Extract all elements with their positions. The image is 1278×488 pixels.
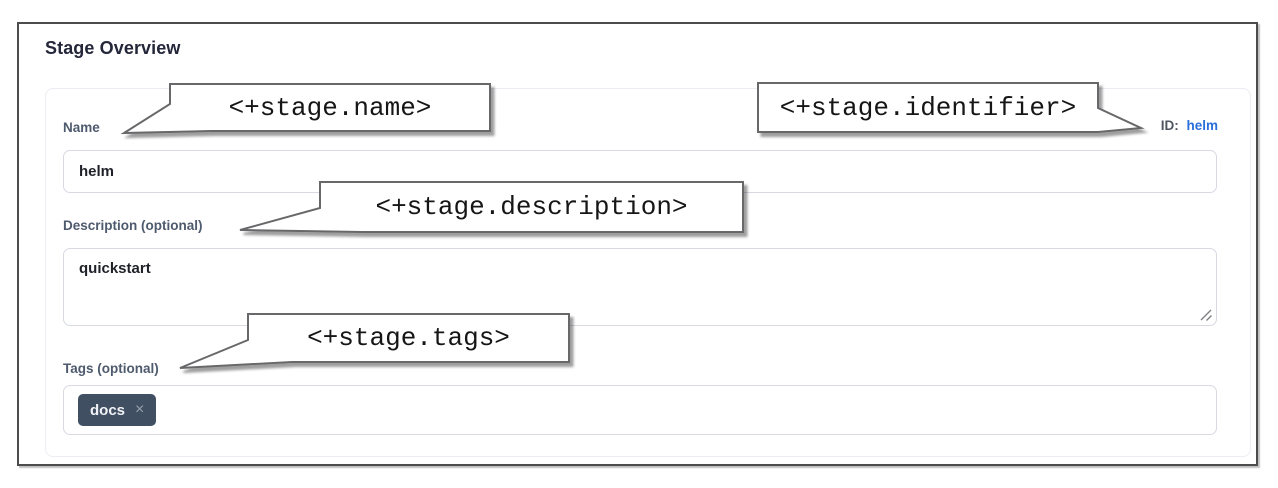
tags-input[interactable]: docs × — [63, 385, 1217, 435]
tags-label: Tags (optional) — [63, 361, 159, 376]
stage-id-row: ID: helm — [1161, 118, 1218, 133]
page-title: Stage Overview — [45, 38, 181, 58]
id-value-link[interactable]: helm — [1186, 118, 1218, 133]
name-input[interactable] — [63, 150, 1217, 193]
tag-remove-icon[interactable]: × — [135, 401, 145, 418]
name-label: Name — [63, 120, 100, 135]
id-label: ID: — [1160, 118, 1179, 133]
tag-chip: docs × — [78, 394, 157, 426]
tag-chip-text: docs — [90, 401, 126, 419]
description-label: Description (optional) — [63, 218, 203, 233]
textarea-resize-handle-icon[interactable] — [1199, 308, 1213, 322]
description-textarea[interactable] — [63, 248, 1217, 326]
